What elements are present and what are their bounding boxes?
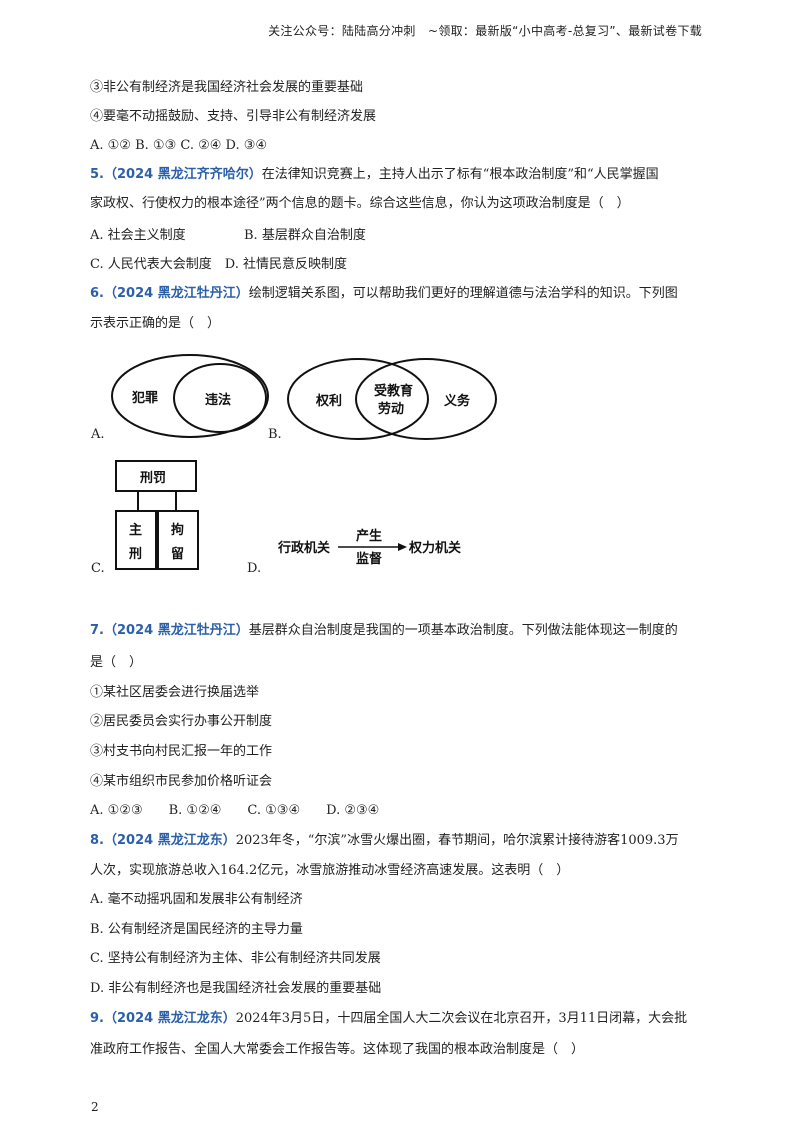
question-text: 在法律知识竞赛上，主持人出示了标有“根本政治制度”和“人民掌握国 (261, 167, 659, 182)
question-5: 5.（2024 黑龙江齐齐哈尔）在法律知识竞赛上，主持人出示了标有“根本政治制度… (90, 167, 659, 183)
tree-diagram-c: 刑罚 主 刑 拘 留 (115, 460, 199, 570)
option-a: A. 社会主义制度 (90, 228, 186, 243)
label-admin-organs: 行政机关 (277, 540, 330, 556)
label-power-organs: 权力机关 (408, 540, 461, 556)
option-c-d: C. 人民代表大会制度 D. 社情民意反映制度 (90, 257, 347, 272)
question-text: 基层群众自治制度是我国的一项基本政治制度。下列做法能体现这一制度的 (248, 623, 678, 638)
page-number: 2 (91, 1100, 99, 1114)
label-detention-1: 拘 (171, 522, 184, 538)
label-rights: 权利 (315, 393, 342, 409)
venn-diagram-a: 犯罪 违法 (111, 354, 269, 438)
label-labor: 劳动 (378, 401, 404, 417)
text-line: 家政权、行使权力的根本途径”两个信息的题卡。综合这些信息，你认为这项政治制度是（… (90, 196, 630, 211)
question-text: 绘制逻辑关系图，可以帮助我们更好的理解道德与法治学科的知识。下列图 (248, 286, 678, 301)
question-8: 8.（2024 黑龙江龙东）2023年冬，“尔滨”冰雪火爆出圈，春节期间，哈尔滨… (90, 833, 679, 849)
question-number: 7.（2024 黑龙江牡丹江） (90, 623, 249, 638)
question-7: 7.（2024 黑龙江牡丹江）基层群众自治制度是我国的一项基本政治制度。下列做法… (90, 623, 678, 639)
question-number: 6.（2024 黑龙江牡丹江） (90, 286, 249, 301)
label-illegal: 违法 (205, 392, 231, 408)
text-line: ④要毫不动摇鼓励、支持、引导非公有制经济发展 (90, 109, 377, 124)
label-duties: 义务 (444, 393, 471, 409)
option-b-label: B. (268, 427, 282, 442)
option-c: C. 坚持公有制经济为主体、非公有制经济共同发展 (90, 951, 381, 966)
text-line: 是（ ） (90, 655, 143, 670)
list-item: ③村支书向村民汇报一年的工作 (90, 744, 273, 759)
text-line: A. ①② B. ①③ C. ②④ D. ③④ (90, 138, 268, 153)
label-education: 受教育 (374, 383, 413, 399)
question-6: 6.（2024 黑龙江牡丹江）绘制逻辑关系图，可以帮助我们更好的理解道德与法治学… (90, 286, 678, 302)
text-line: 人次，实现旅游总收入164.2亿元，冰雪旅游推动冰雪经济高速发展。这表明（ ） (90, 863, 570, 878)
label-penalty: 刑罚 (140, 471, 166, 486)
option-d: D. 非公有制经济也是我国经济社会发展的重要基础 (90, 981, 382, 996)
option-a: A. 毫不动摇巩固和发展非公有制经济 (90, 892, 303, 907)
list-item: ①某社区居委会进行换届选举 (90, 685, 260, 700)
list-item: ④某市组织市民参加价格听证会 (90, 774, 273, 789)
venn-diagram-b: 权利 受教育 劳动 义务 (287, 358, 497, 440)
option-b: B. 基层群众自治制度 (244, 228, 366, 243)
text-line: 示表示正确的是（ ） (90, 316, 221, 331)
label-main-2: 刑 (129, 547, 142, 562)
label-main-1: 主 (129, 522, 142, 538)
label-supervise: 监督 (356, 551, 382, 567)
option-d-label: D. (247, 561, 262, 576)
text-line: ③非公有制经济是我国经济社会发展的重要基础 (90, 80, 364, 95)
option-a-label: A. (91, 427, 105, 442)
question-9: 9.（2024 黑龙江龙东）2024年3月5日，十四届全国人大二次会议在北京召开… (90, 1011, 687, 1027)
question-number: 5.（2024 黑龙江齐齐哈尔） (90, 167, 262, 182)
question-text: 2024年3月5日，十四届全国人大二次会议在北京召开，3月11日闭幕，大会批 (235, 1011, 688, 1026)
text-line: 准政府工作报告、全国人大常委会工作报告等。这体现了我国的根本政治制度是（ ） (90, 1042, 585, 1057)
label-crime: 犯罪 (131, 390, 158, 406)
label-detention-2: 留 (171, 546, 184, 562)
question-number: 9.（2024 黑龙江龙东） (90, 1011, 236, 1026)
list-item: ②居民委员会实行办事公开制度 (90, 714, 273, 729)
options-line: A. ①②③ B. ①②④ C. ①③④ D. ②③④ (90, 803, 380, 818)
option-c-label: C. (91, 561, 105, 576)
label-produce: 产生 (356, 528, 382, 544)
question-text: 2023年冬，“尔滨”冰雪火爆出圈，春节期间，哈尔滨累计接待游客1009.3万 (235, 833, 679, 848)
page-header: 关注公众号：陆陆高分冲刺 ~领取：最新版“小中高考-总复习”、最新试卷下载 (268, 24, 702, 38)
flow-diagram-d: 行政机关 产生 监督 权力机关 (277, 528, 461, 567)
question-number: 8.（2024 黑龙江龙东） (90, 833, 236, 848)
option-b: B. 公有制经济是国民经济的主导力量 (90, 922, 303, 937)
